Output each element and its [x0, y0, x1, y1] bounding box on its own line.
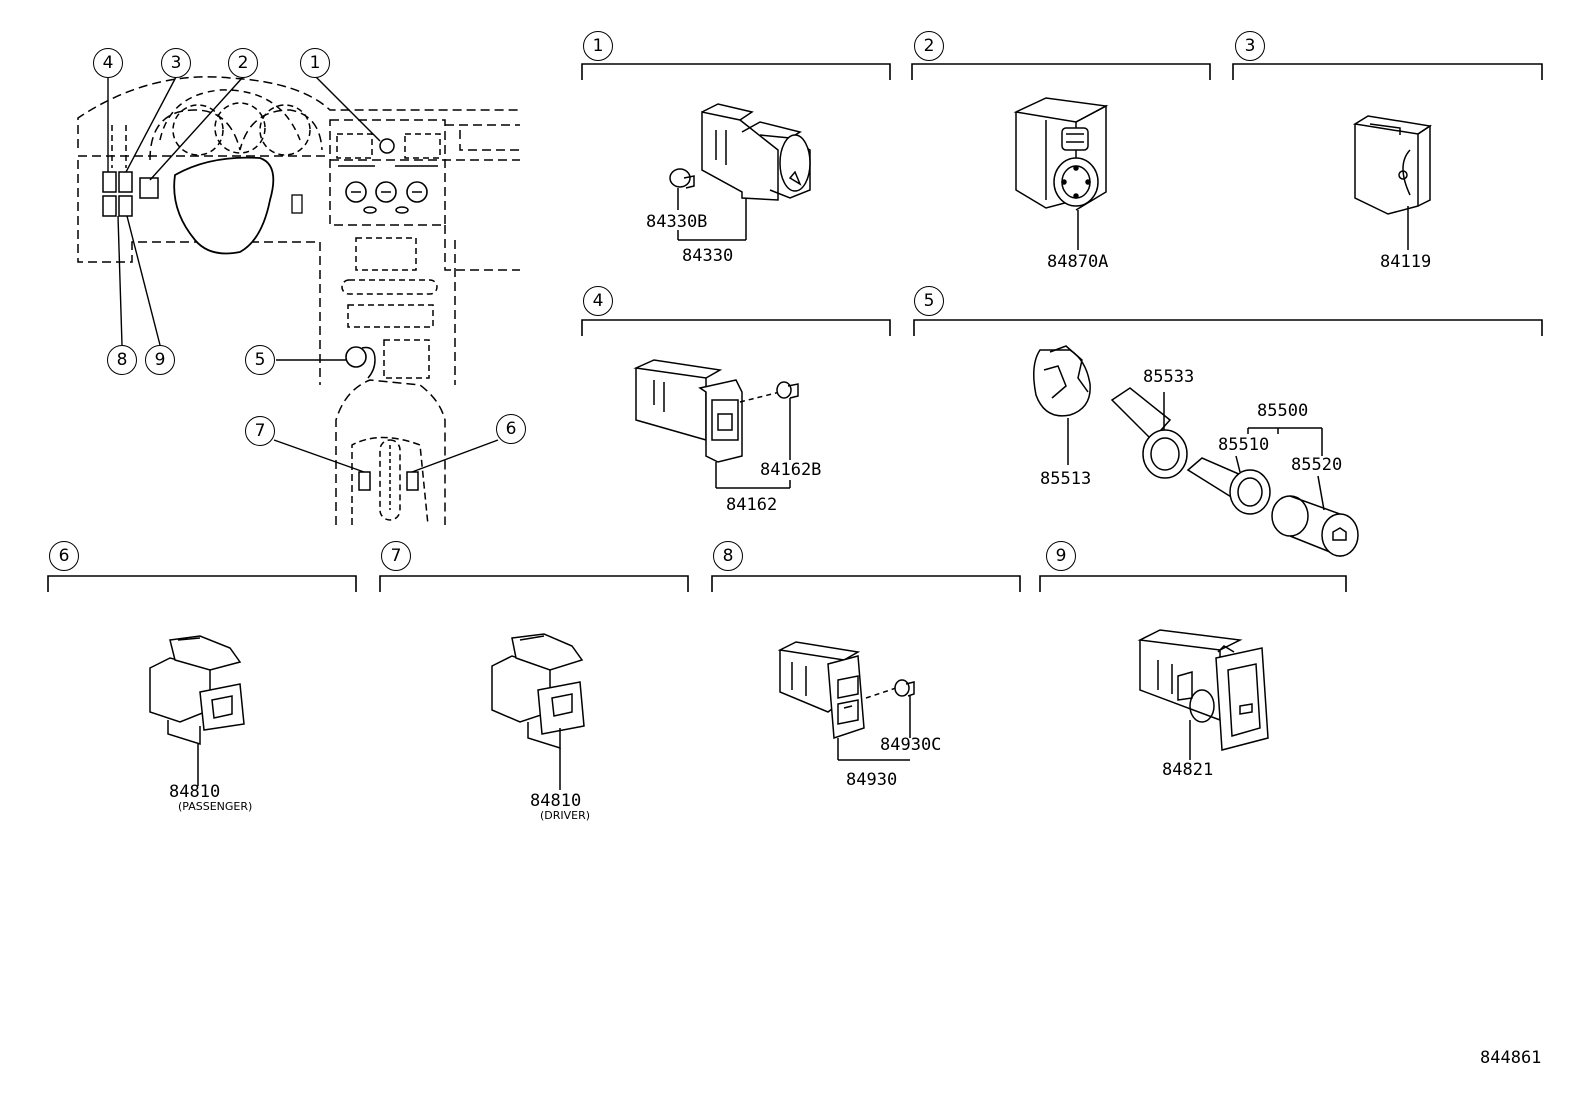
part-label-85520[interactable]: 85520	[1291, 455, 1343, 475]
section-8-drawing	[777, 641, 915, 761]
section-9-drawing	[1137, 629, 1269, 760]
section-7-drawing	[491, 633, 585, 790]
part-label-84870A[interactable]: 84870A	[1047, 252, 1109, 272]
overview-callout-1: 1	[300, 48, 330, 78]
section-2-number: 2	[914, 31, 944, 61]
overview-callout-6: 6	[496, 414, 526, 444]
section-4-number: 4	[583, 286, 613, 316]
section-5-number: 5	[914, 286, 944, 316]
part-label-84810-driver[interactable]: 84810	[530, 791, 582, 811]
section-6-number: 6	[49, 541, 79, 571]
driver-note: (DRIVER)	[540, 809, 591, 822]
overview-callout-7: 7	[245, 416, 275, 446]
section-2-drawing	[1013, 97, 1109, 250]
part-label-85513[interactable]: 85513	[1040, 469, 1092, 489]
part-label-84930C[interactable]: 84930C	[880, 735, 942, 755]
part-label-85533[interactable]: 85533	[1143, 367, 1195, 387]
section-3-number: 3	[1235, 31, 1265, 61]
overview-callout-5: 5	[245, 345, 275, 375]
section-1-drawing	[669, 103, 811, 241]
overview-callout-3: 3	[161, 48, 191, 78]
diagram-id: 844861	[1480, 1048, 1542, 1068]
overview-callout-2: 2	[228, 48, 258, 78]
part-label-84330[interactable]: 84330	[682, 246, 734, 266]
overview-callout-8: 8	[107, 345, 137, 375]
part-label-84162B[interactable]: 84162B	[760, 460, 822, 480]
section-9-number: 9	[1046, 541, 1076, 571]
overview-callout-9: 9	[145, 345, 175, 375]
part-label-85510[interactable]: 85510	[1218, 435, 1270, 455]
overview-leaders	[107, 76, 499, 473]
part-label-84810-passenger[interactable]: 84810	[169, 782, 221, 802]
section-7-number: 7	[381, 541, 411, 571]
section-3-drawing	[1352, 115, 1433, 250]
part-label-84930[interactable]: 84930	[846, 770, 898, 790]
part-label-84119[interactable]: 84119	[1380, 252, 1432, 272]
section-4-drawing	[633, 359, 799, 489]
part-label-84330B[interactable]: 84330B	[646, 212, 708, 232]
dashboard-overview	[77, 76, 520, 526]
overview-callout-4: 4	[93, 48, 123, 78]
section-frames	[47, 63, 1543, 592]
section-1-number: 1	[583, 31, 613, 61]
section-8-number: 8	[713, 541, 743, 571]
part-label-85500[interactable]: 85500	[1257, 401, 1309, 421]
part-label-84821[interactable]: 84821	[1162, 760, 1214, 780]
section-6-drawing	[149, 635, 245, 786]
passenger-note: (PASSENGER)	[178, 800, 253, 813]
section-5-drawing	[1033, 345, 1359, 558]
part-label-84162[interactable]: 84162	[726, 495, 778, 515]
